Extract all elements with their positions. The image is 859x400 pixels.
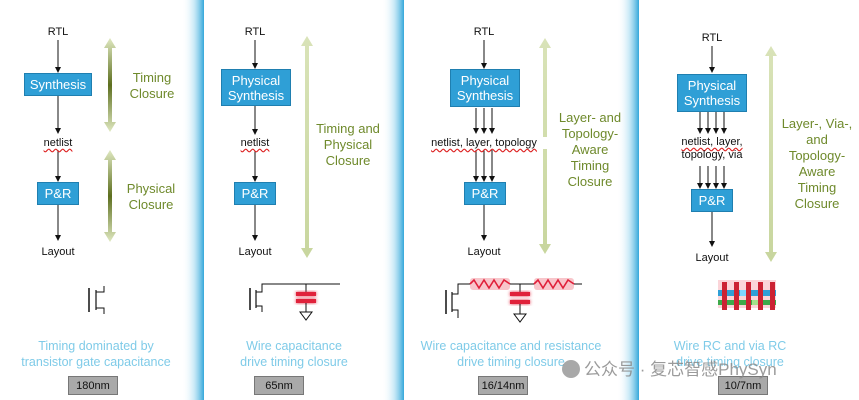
netlist-label: netlist — [43, 137, 73, 149]
column-separator — [382, 0, 404, 400]
layout-label: Layout — [695, 252, 729, 264]
wire-capacitance-schematic — [247, 283, 340, 321]
column-separator — [617, 0, 639, 400]
panel-1-closure-arrows — [104, 38, 116, 242]
pr-box: P&R — [691, 189, 733, 212]
netlist-layer-topology-label: netlist, layer, topology — [421, 137, 547, 149]
pr-box: P&R — [37, 182, 79, 205]
netlist-label: netlist — [240, 137, 270, 149]
pr-box: P&R — [234, 182, 276, 205]
pr-box: P&R — [464, 182, 506, 205]
rtl-label: RTL — [244, 26, 266, 38]
rtl-label: RTL — [47, 26, 69, 38]
node-16-14nm-badge: 16/14nm — [478, 376, 528, 395]
node-180nm-badge: 180nm — [68, 376, 118, 395]
rtl-label: RTL — [701, 32, 723, 44]
panel-3-flow — [473, 40, 495, 241]
rtl-label: RTL — [473, 26, 495, 38]
wire-rc-schematic — [443, 278, 582, 323]
node-65nm-badge: 65nm — [254, 376, 304, 395]
node-10-7nm-badge: 10/7nm — [718, 376, 768, 395]
watermark: 公众号 · 复芯智感PhySyn — [562, 355, 777, 380]
panel-4-closure-arrow — [765, 46, 777, 262]
wechat-logo-icon — [562, 360, 580, 378]
synthesis-box: Synthesis — [24, 73, 92, 96]
netlist-layer-topology-via-label: netlist, layer,topology, via — [662, 136, 762, 162]
column-separator — [182, 0, 204, 400]
layout-label: Layout — [41, 246, 75, 258]
panel-4-flow — [697, 46, 727, 247]
via-stack-schematic — [718, 280, 776, 310]
panel-2-closure-arrow — [301, 36, 313, 258]
layout-label: Layout — [238, 246, 272, 258]
transistor-gate-schematic — [86, 286, 105, 314]
layout-label: Layout — [467, 246, 501, 258]
